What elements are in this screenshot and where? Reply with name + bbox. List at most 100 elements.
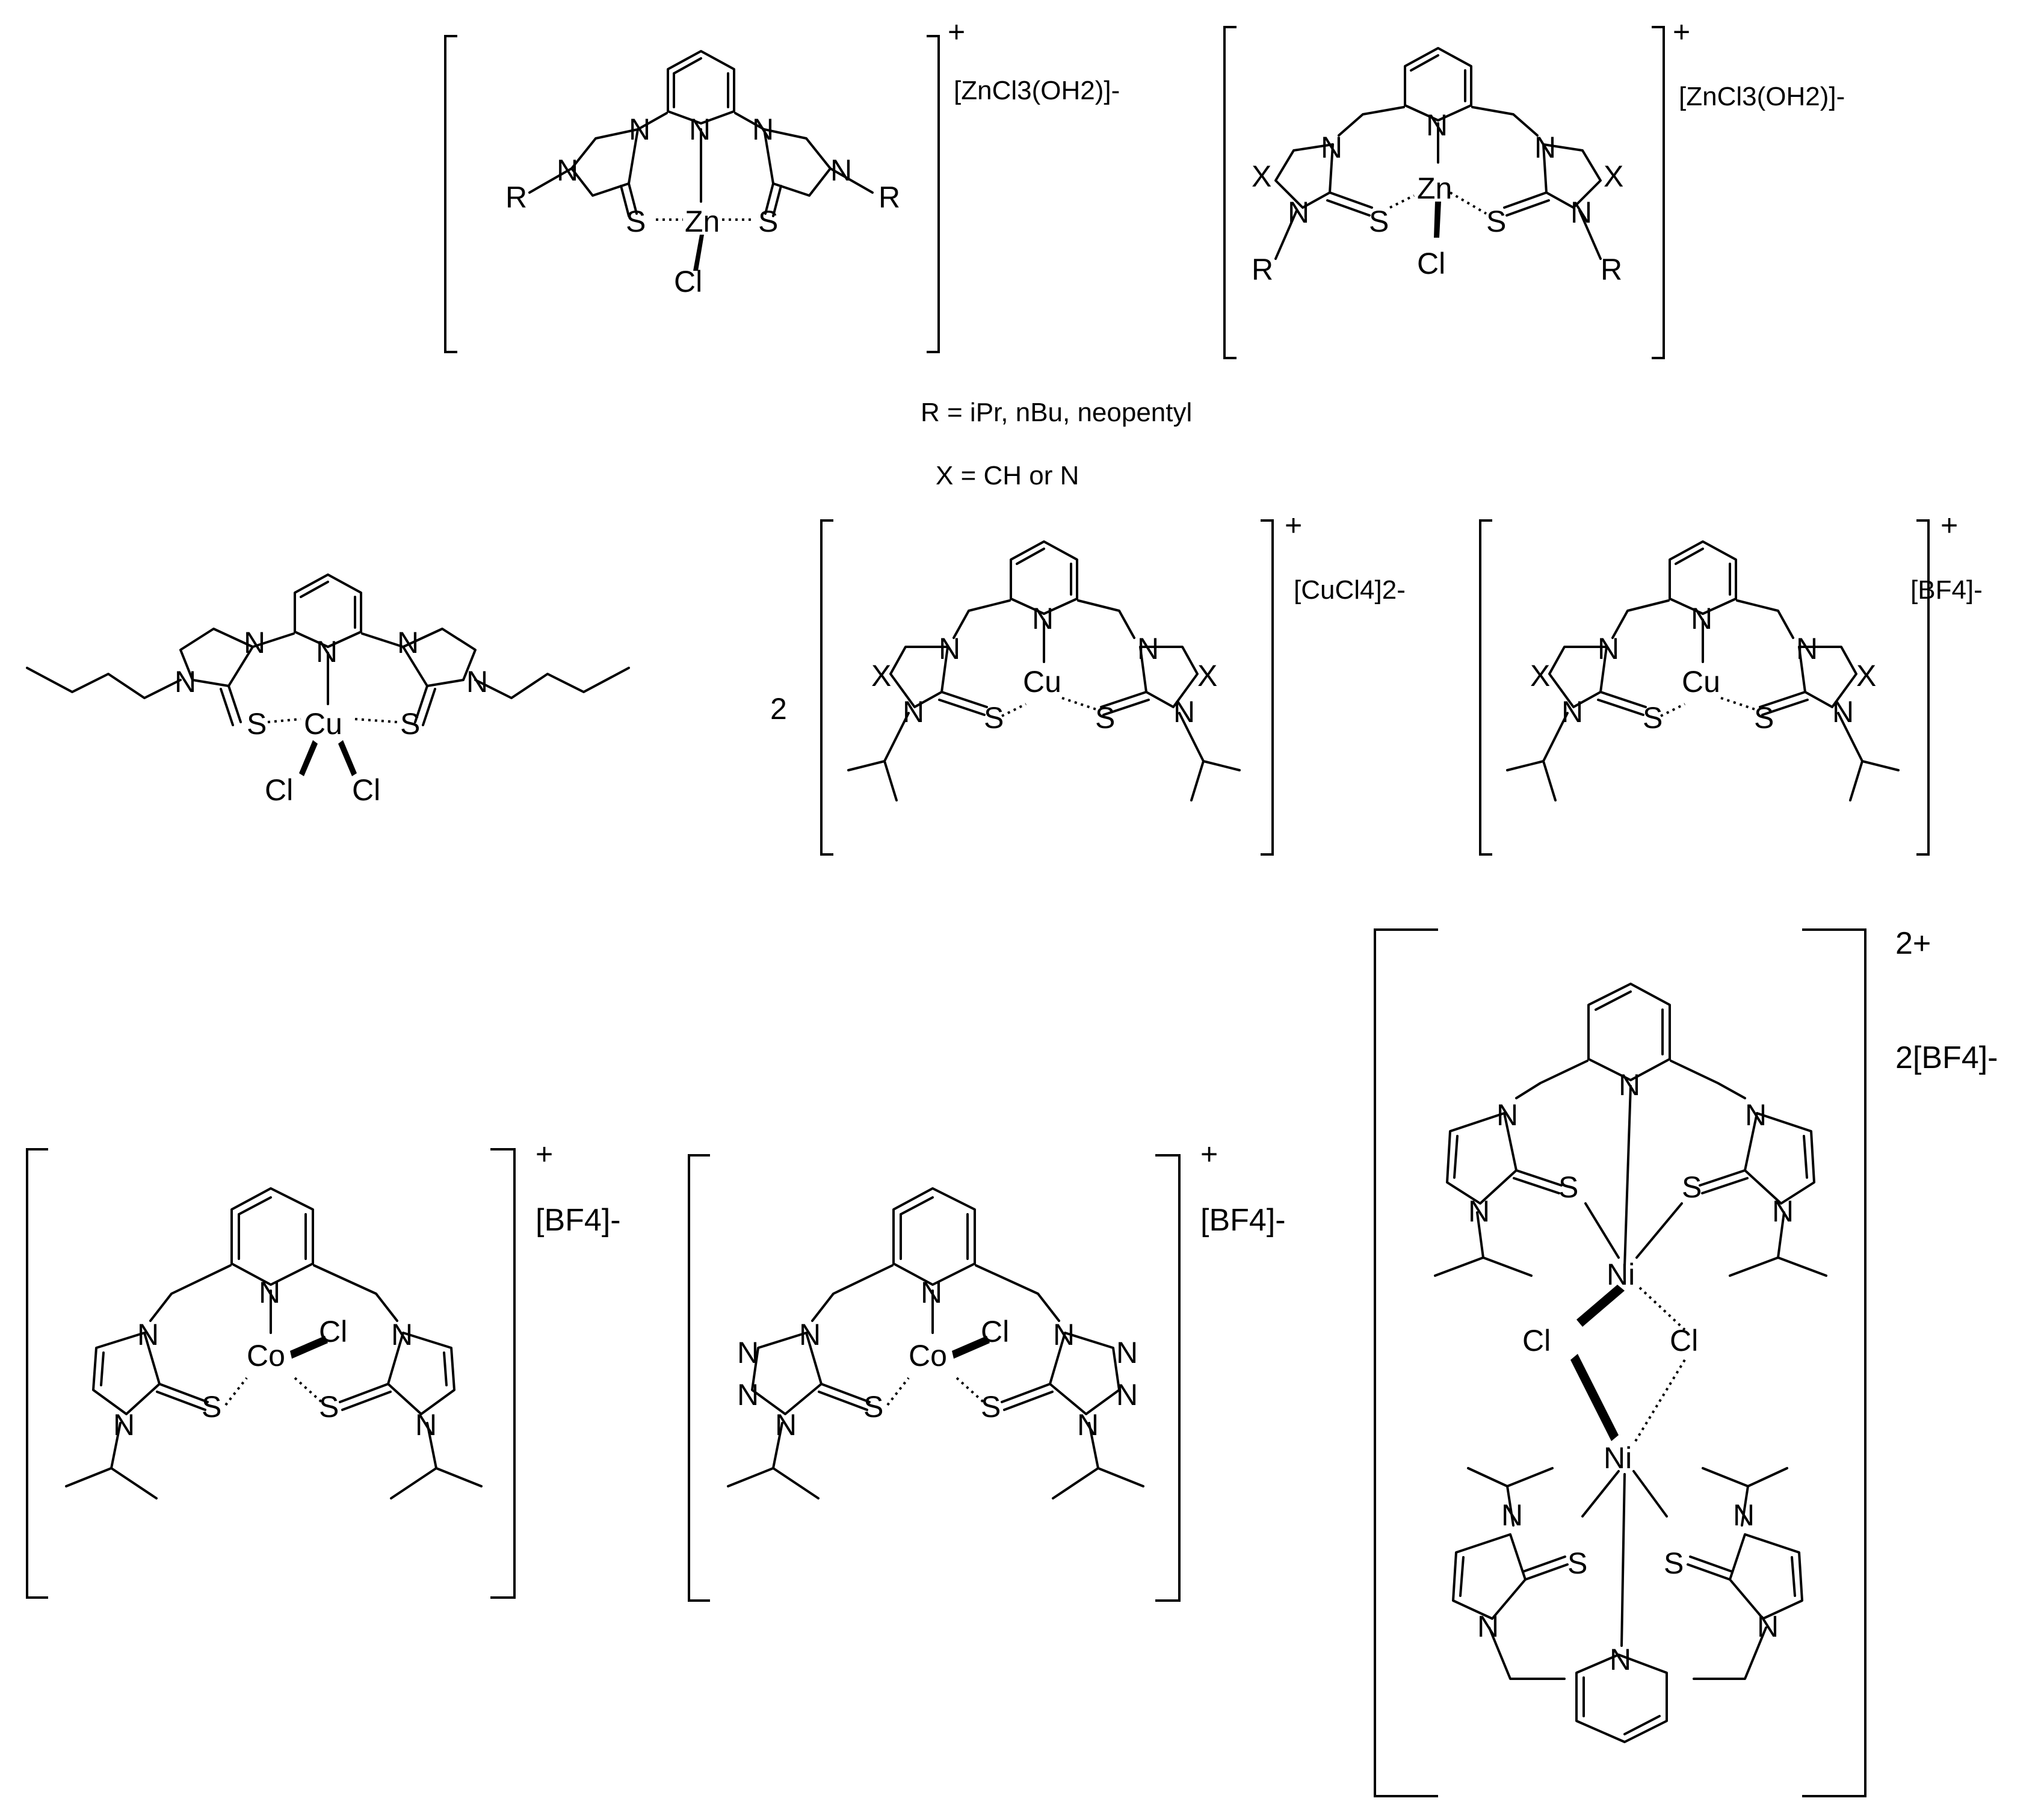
cu-complex-2: 2 N N N N N X X S S Cu + [CuCl4]2- bbox=[770, 508, 1406, 856]
bracket-right bbox=[490, 1148, 516, 1599]
charge-plus: + bbox=[1285, 508, 1302, 542]
atom-n: N bbox=[1053, 1318, 1075, 1351]
pyridine-ring bbox=[230, 1187, 314, 1286]
left-imidazole bbox=[92, 1332, 161, 1415]
right-azole bbox=[1542, 143, 1602, 209]
atom-cl: Cl bbox=[674, 265, 702, 298]
atom-n: N bbox=[174, 665, 196, 699]
atom-n: N bbox=[1137, 632, 1159, 666]
atom-co: Co bbox=[247, 1339, 285, 1373]
atom-s: S bbox=[1369, 205, 1389, 238]
zn-complex-1: N N N N N R R S S Zn Cl + [ZnCl3(OH2)]- bbox=[444, 15, 1120, 353]
bracket-left bbox=[1479, 519, 1492, 856]
atom-s: S bbox=[1558, 1170, 1578, 1204]
atom-x: X bbox=[1604, 159, 1623, 193]
atom-n: N bbox=[466, 665, 488, 699]
atom-co: Co bbox=[909, 1339, 947, 1373]
left-azole bbox=[889, 646, 949, 708]
lower-right-imidazole bbox=[1729, 1533, 1803, 1620]
atom-n: N bbox=[830, 153, 852, 187]
counterion: [BF4]- bbox=[536, 1203, 621, 1238]
charge-plus: + bbox=[1200, 1137, 1218, 1171]
atom-n: N bbox=[1796, 632, 1818, 666]
pyridine-ring bbox=[294, 573, 362, 648]
atom-n: N bbox=[1496, 1098, 1518, 1132]
atom-n: N bbox=[629, 113, 650, 146]
atom-n: N bbox=[921, 1276, 942, 1309]
atom-ni: Ni bbox=[1607, 1258, 1635, 1291]
bracket-left bbox=[820, 519, 833, 856]
atom-s: S bbox=[247, 707, 267, 741]
coefficient: 2 bbox=[770, 692, 787, 726]
atom-n: N bbox=[1733, 1498, 1755, 1532]
atom-n: N bbox=[1619, 1068, 1640, 1102]
atom-n: N bbox=[1501, 1498, 1523, 1532]
left-azole bbox=[1274, 143, 1334, 209]
lower-pyridine bbox=[1575, 1654, 1668, 1743]
atom-n: N bbox=[1321, 131, 1342, 164]
atom-x: X bbox=[1252, 159, 1271, 193]
upper-left-imidazole bbox=[1446, 1112, 1518, 1205]
upper-pyridine bbox=[1587, 983, 1671, 1081]
left-triazole bbox=[751, 1332, 823, 1415]
atom-n: N bbox=[415, 1408, 437, 1442]
pyridine-ring bbox=[667, 50, 735, 125]
atom-n: N bbox=[737, 1336, 759, 1370]
atom-s: S bbox=[400, 707, 420, 741]
cu-complex-3: N N N N N X X S S Cu + [BF4]- bbox=[1479, 508, 1983, 856]
right-azole bbox=[1139, 646, 1199, 708]
atom-s: S bbox=[1664, 1546, 1684, 1580]
x-definition: X = CH or N bbox=[936, 461, 1079, 490]
atom-n: N bbox=[391, 1318, 413, 1351]
atom-x: X bbox=[1197, 659, 1217, 693]
atom-cl: Cl bbox=[1670, 1324, 1698, 1357]
pyridine-ring bbox=[1404, 47, 1472, 122]
atom-cl: Cl bbox=[265, 773, 293, 807]
bracket-right bbox=[1652, 26, 1665, 359]
atom-n: N bbox=[259, 1276, 280, 1309]
atom-r: R bbox=[1252, 253, 1273, 286]
atom-n: N bbox=[737, 1378, 759, 1412]
atom-n: N bbox=[1534, 131, 1556, 164]
atom-cl: Cl bbox=[1522, 1324, 1551, 1357]
atom-n: N bbox=[1477, 1610, 1499, 1643]
atom-n: N bbox=[113, 1408, 135, 1442]
atom-zn: Zn bbox=[685, 205, 720, 238]
atom-cl: Cl bbox=[981, 1315, 1009, 1348]
atom-n: N bbox=[1832, 695, 1854, 729]
atom-x: X bbox=[1530, 659, 1550, 693]
bracket-right bbox=[1802, 928, 1866, 1797]
counterion: [BF4]- bbox=[1200, 1203, 1286, 1238]
right-azole bbox=[1798, 646, 1857, 708]
atom-n: N bbox=[775, 1408, 797, 1442]
atom-n: N bbox=[1570, 196, 1592, 229]
atom-n: N bbox=[1757, 1610, 1779, 1643]
atom-s: S bbox=[1682, 1170, 1702, 1204]
atom-s: S bbox=[1486, 205, 1506, 238]
atom-cu: Cu bbox=[1023, 665, 1061, 699]
atom-s: S bbox=[981, 1390, 1001, 1424]
atom-n: N bbox=[1173, 695, 1195, 729]
left-imidazole bbox=[179, 628, 254, 687]
atom-s: S bbox=[1567, 1546, 1587, 1580]
atom-n: N bbox=[939, 632, 960, 666]
bracket-right bbox=[1916, 519, 1930, 856]
atom-r: R bbox=[1601, 253, 1622, 286]
counterion: [ZnCl3(OH2)]- bbox=[1679, 82, 1845, 111]
atom-n: N bbox=[1077, 1408, 1099, 1442]
counterion: [BF4]- bbox=[1910, 575, 1983, 605]
right-imidazole bbox=[387, 1332, 455, 1415]
counterion: 2[BF4]- bbox=[1895, 1040, 1998, 1075]
atom-n: N bbox=[1426, 108, 1448, 142]
atom-n: N bbox=[244, 626, 265, 659]
charge-label: 2+ bbox=[1895, 926, 1931, 961]
atom-cu: Cu bbox=[1682, 665, 1720, 699]
right-imidazole bbox=[402, 628, 477, 687]
bracket-left bbox=[1223, 26, 1237, 359]
atom-n: N bbox=[1468, 1194, 1490, 1228]
atom-x: X bbox=[871, 659, 891, 693]
bracket-left bbox=[1374, 928, 1438, 1797]
atom-n: N bbox=[1598, 632, 1619, 666]
atom-s: S bbox=[626, 205, 646, 238]
atom-n: N bbox=[1116, 1336, 1138, 1370]
